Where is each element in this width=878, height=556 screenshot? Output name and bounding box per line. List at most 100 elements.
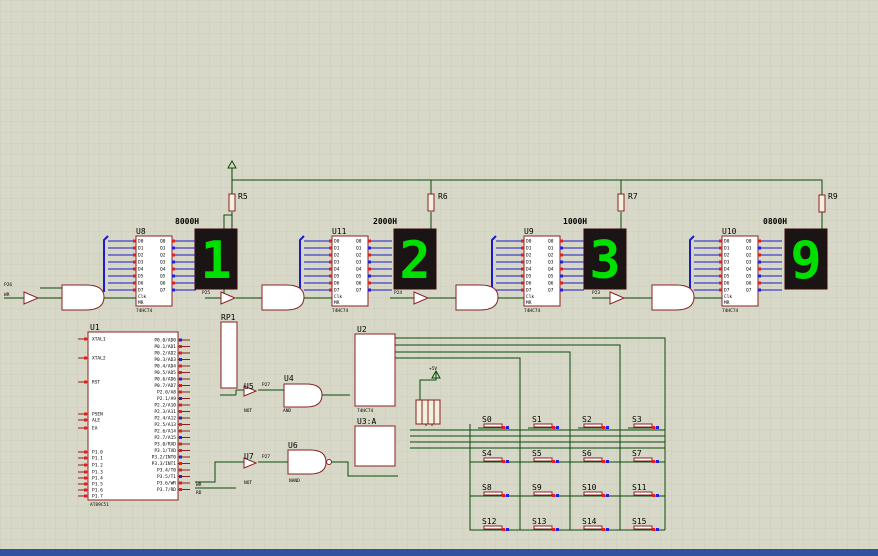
latch-in-pin: D4	[138, 267, 144, 273]
svg-text:P27: P27	[262, 382, 270, 388]
switch-s1[interactable]: S1	[528, 415, 559, 429]
switch-s11[interactable]: S11	[628, 483, 659, 497]
chip-part: 74HC74	[332, 308, 349, 314]
switch-s9[interactable]: S9	[528, 483, 559, 497]
switch-label: S1	[532, 415, 542, 424]
resistor-r5: R5	[228, 192, 248, 212]
latch-in-pin: D7	[334, 288, 340, 294]
latch-in-pin: D1	[724, 246, 730, 252]
latch-out-pin: Q0	[160, 239, 166, 245]
u1-left-pin: XTAL2	[92, 356, 106, 362]
u1-left-pin: ALE	[92, 418, 100, 424]
switch-s10[interactable]: S10	[578, 483, 609, 497]
display-2: 3	[583, 228, 627, 291]
resistors: R5 R6 R7 R9	[228, 192, 838, 213]
svg-text:P27: P27	[262, 454, 270, 460]
switch-s2[interactable]: S2	[578, 415, 609, 429]
latch-in-pin: D3	[526, 260, 532, 266]
switch-label: S15	[632, 517, 647, 526]
u1-right-pin: P2.7/A15	[154, 435, 176, 441]
switch-s4[interactable]: S4	[478, 449, 509, 463]
switch-s13[interactable]: S13	[528, 517, 559, 531]
switch-label: S0	[482, 415, 492, 424]
switch-s15[interactable]: S15	[628, 517, 659, 531]
svg-text:MR: MR	[526, 300, 532, 306]
gate-u6-type: NAND	[289, 478, 300, 484]
keypad-resistors	[415, 399, 441, 425]
switch-s12[interactable]: S12	[478, 517, 509, 531]
switch-s0[interactable]: S0	[478, 415, 509, 429]
latch-in-pin: D7	[526, 288, 532, 294]
latch-in-pin: D2	[724, 253, 730, 259]
latch-out-pin: Q6	[548, 281, 554, 287]
latch-out-pin: Q0	[548, 239, 554, 245]
latch-in-pin: D5	[334, 274, 340, 280]
svg-text:R9: R9	[828, 192, 838, 201]
gate-u5-type: NOT	[244, 408, 252, 414]
resistor-r6: R6	[427, 192, 448, 212]
u1-right-pin: P3.7/RD	[157, 487, 176, 493]
latch-in-pin: D4	[724, 267, 730, 273]
u1-right-pin: P0.7/AD7	[154, 383, 176, 389]
latch-out-pin: Q2	[160, 253, 166, 259]
switch-s8[interactable]: S8	[478, 483, 509, 497]
latch-out-pin: Q0	[356, 239, 362, 245]
chip-part: 74HC74	[722, 308, 739, 314]
switch-label: S4	[482, 449, 492, 458]
svg-text:9: 9	[790, 231, 821, 291]
switch-s5[interactable]: S5	[528, 449, 559, 463]
latch-out-pin: Q5	[548, 274, 554, 280]
resistor-r9: R9	[818, 192, 838, 213]
svg-text:R7: R7	[628, 192, 638, 201]
svg-text:74HC74: 74HC74	[357, 408, 374, 414]
u1-right-pin: P0.5/AD5	[154, 370, 176, 376]
latch-out-pin: Q4	[548, 267, 554, 273]
u1-right-pin: P2.0/A8	[157, 390, 176, 396]
latch-in-pin: D5	[138, 274, 144, 280]
u1-left-pin: XTAL1	[92, 337, 106, 343]
switch-label: S9	[532, 483, 542, 492]
latch-out-pin: Q5	[746, 274, 752, 280]
svg-text:RP1: RP1	[221, 313, 236, 322]
latch-in-pin: D5	[724, 274, 730, 280]
svg-text:R6: R6	[438, 192, 448, 201]
switch-label: S7	[632, 449, 642, 458]
u1-left-pin: P1.7	[92, 494, 103, 500]
chip-rp1: RP1	[220, 313, 238, 389]
u1-left-pin: P1.2	[92, 463, 103, 469]
svg-text:Clk: Clk	[138, 294, 146, 300]
svg-text:MR: MR	[334, 300, 340, 306]
gate-u7-type: NOT	[244, 480, 252, 486]
chip-u1: U1 AT89C51 XTAL1XTAL2RSTPSENALEEAP1.0P1.…	[78, 323, 190, 508]
latch-in-pin: D1	[526, 246, 532, 252]
svg-text:U1: U1	[90, 323, 100, 332]
switch-s14[interactable]: S14	[578, 517, 609, 531]
displays: 1 2 3 9 8000H 2000H 1000H 0800H	[175, 217, 828, 291]
u1-left-pin: RST	[92, 380, 100, 386]
latch-in-pin: D7	[138, 288, 144, 294]
latch-in-pin: D6	[334, 281, 340, 287]
svg-text:RD: RD	[196, 490, 202, 496]
switch-s7[interactable]: S7	[628, 449, 659, 463]
latch-in-pin: D1	[334, 246, 340, 252]
display-1-addr: 2000H	[373, 217, 397, 226]
chip-name: U8	[136, 227, 146, 236]
latch-in-pin: D1	[138, 246, 144, 252]
latch-out-pin: Q7	[548, 288, 554, 294]
gate-u5-name: U5	[244, 382, 254, 391]
power-arrows	[227, 159, 441, 379]
svg-text:3: 3	[589, 231, 620, 291]
u1-right-pin: P2.2/A10	[154, 403, 176, 409]
latch-out-pin: Q3	[548, 260, 554, 266]
svg-text:+5V: +5V	[429, 366, 437, 372]
switch-s3[interactable]: S3	[628, 415, 659, 429]
latch-in-pin: D2	[334, 253, 340, 259]
switch-label: S8	[482, 483, 492, 492]
switch-s6[interactable]: S6	[578, 449, 609, 463]
chip-u2: U2 74HC74	[354, 325, 396, 414]
